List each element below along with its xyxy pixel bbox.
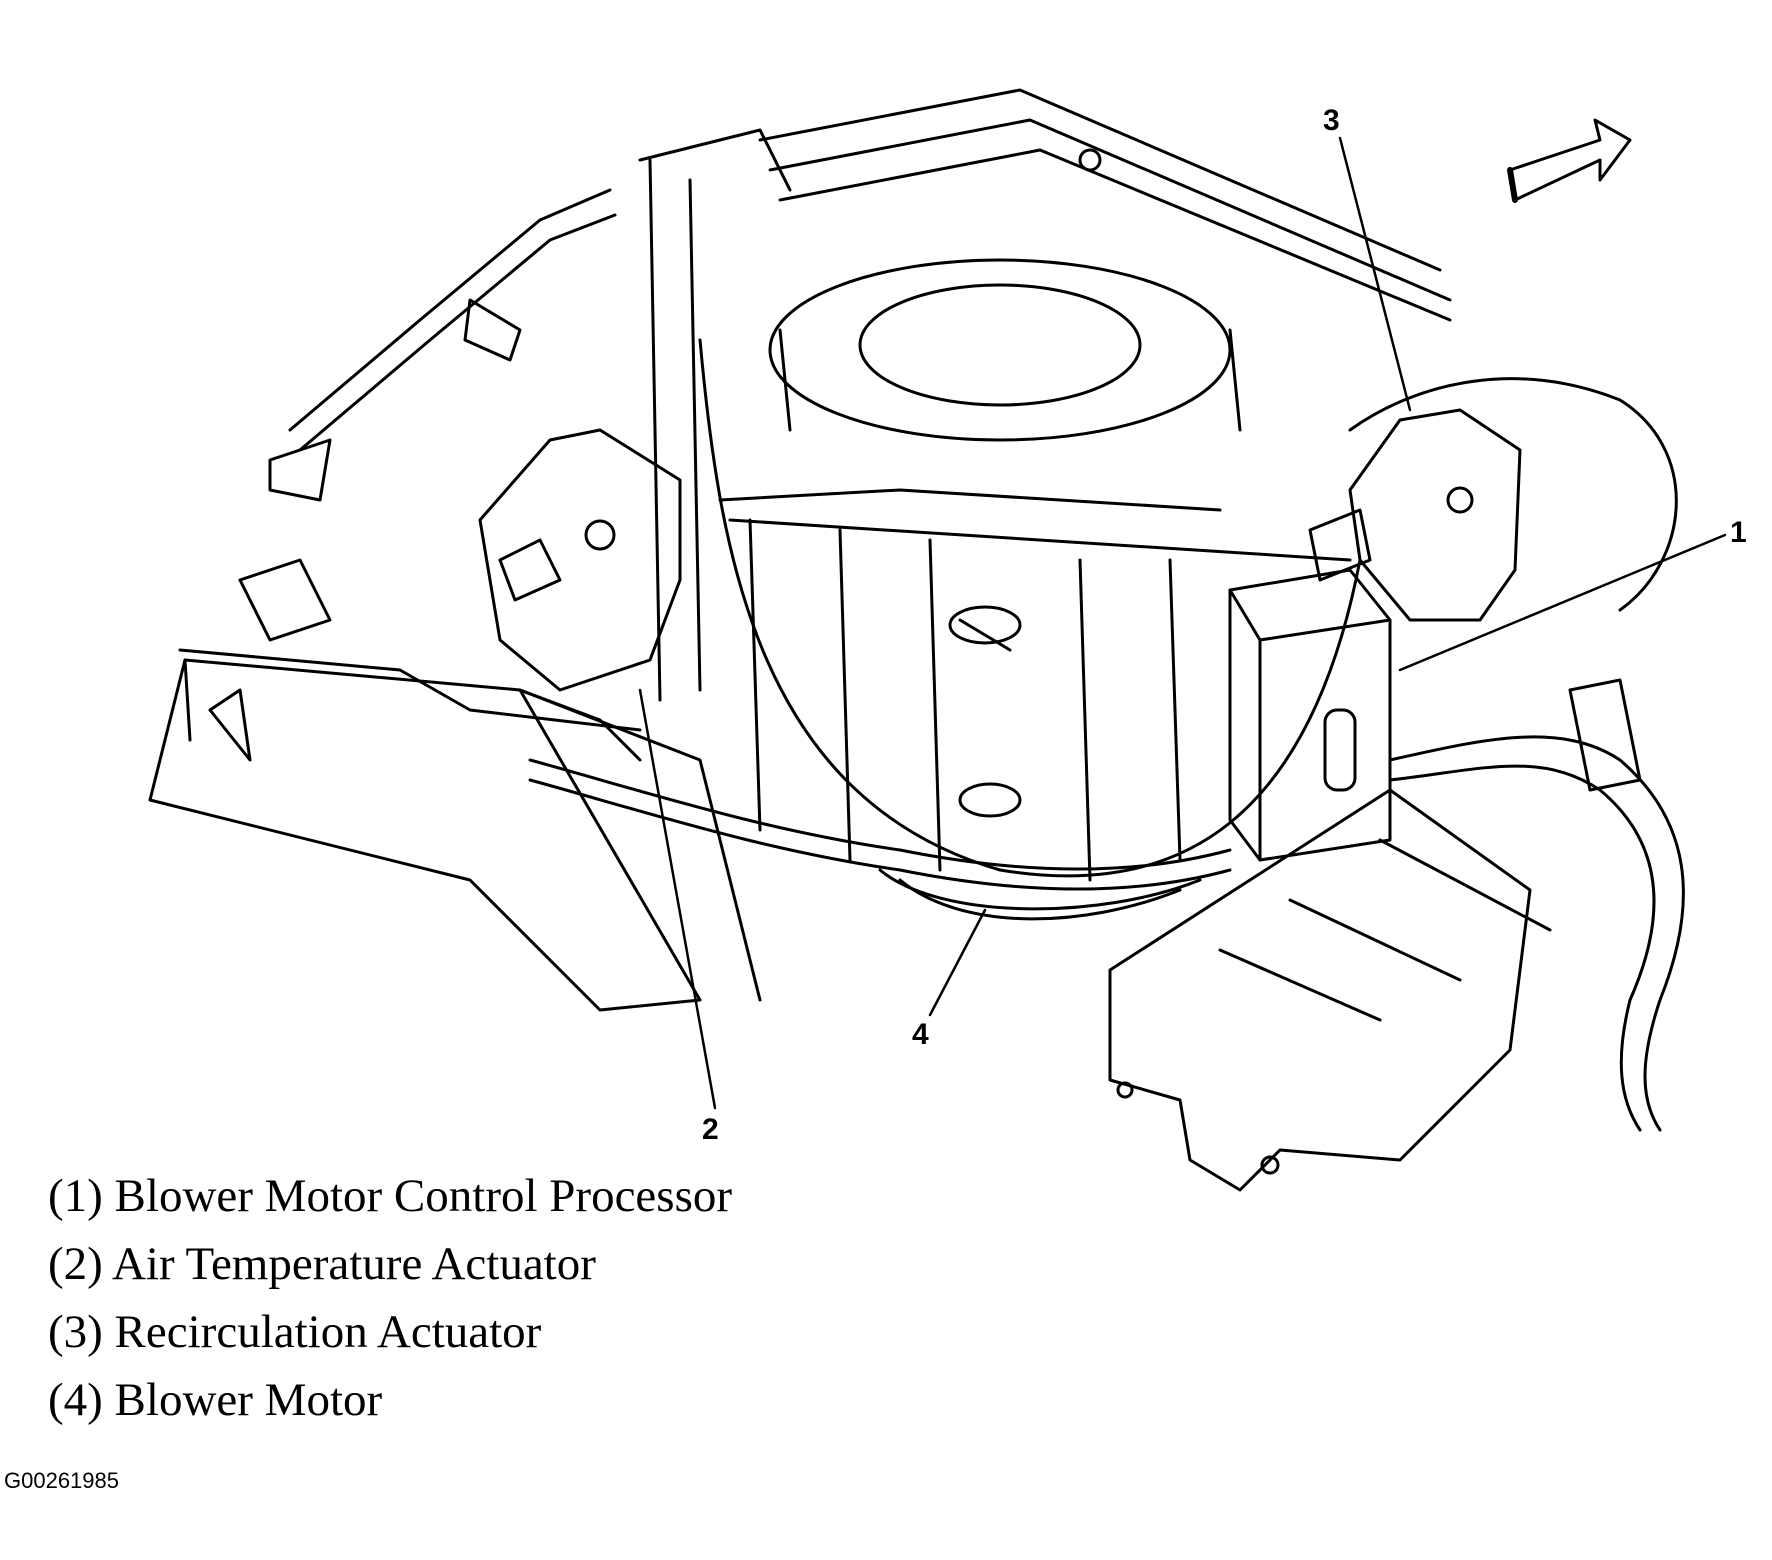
direction-arrow-icon bbox=[1507, 118, 1632, 203]
callout-1: 1 bbox=[1730, 516, 1747, 549]
leader-line-4 bbox=[928, 908, 987, 1017]
legend-item-4: (4) Blower Motor bbox=[48, 1374, 383, 1426]
callout-3: 3 bbox=[1323, 104, 1340, 137]
legend-item-3: (3) Recirculation Actuator bbox=[48, 1306, 542, 1358]
blower-motor-control-processor bbox=[1228, 568, 1392, 862]
lower-housing bbox=[148, 648, 762, 1012]
blower-motor bbox=[878, 868, 1202, 921]
legend: (1) Blower Motor Control Processor (2) A… bbox=[48, 1162, 732, 1434]
air-temperature-actuator bbox=[478, 428, 682, 762]
leader-lines bbox=[638, 136, 1727, 1110]
legend-item-2: (2) Air Temperature Actuator bbox=[48, 1238, 596, 1290]
blower-housing bbox=[698, 258, 1362, 882]
left-frame bbox=[238, 128, 792, 702]
legend-item-1: (1) Blower Motor Control Processor bbox=[48, 1170, 733, 1222]
recirculation-actuator bbox=[1308, 377, 1678, 622]
leader-line-1 bbox=[1398, 533, 1727, 672]
leader-line-2 bbox=[638, 688, 717, 1110]
wiring-harness bbox=[528, 678, 1685, 1132]
top-rail bbox=[758, 88, 1452, 322]
callout-4: 4 bbox=[912, 1018, 929, 1051]
figure-id: G00261985 bbox=[4, 1468, 119, 1493]
callout-2: 2 bbox=[702, 1113, 719, 1146]
heat-shield bbox=[1108, 788, 1552, 1192]
leader-line-3 bbox=[1338, 136, 1412, 412]
